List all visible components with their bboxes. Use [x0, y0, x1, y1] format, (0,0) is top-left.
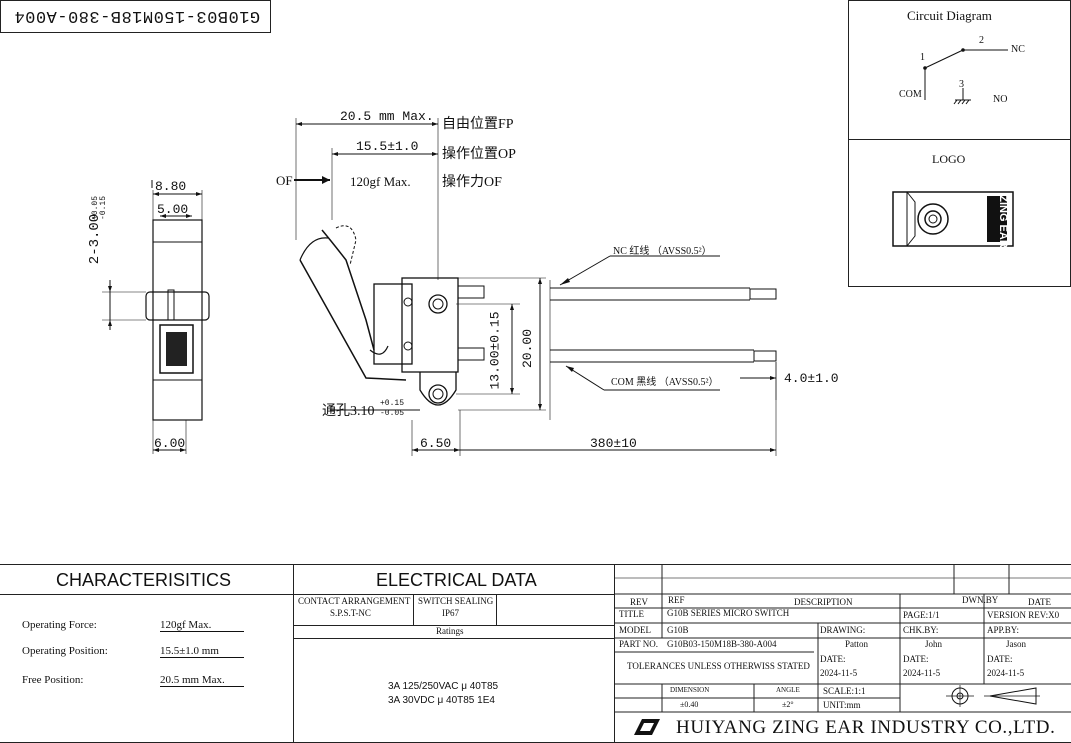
tb-partno-value: G10B03-150M18B-380-A004: [667, 639, 777, 649]
circuit-pin2: 2: [979, 35, 984, 46]
front-view-drawing: [294, 118, 777, 456]
com-wire-label: COM 黑线 （AVSS0.5²）: [611, 377, 719, 388]
tb-date-value-2: 2024-11-5: [903, 668, 941, 678]
logo-switch-drawing: [892, 191, 1014, 247]
tb-date-value-3: 2024-11-5: [987, 668, 1025, 678]
rating-line-1: 3A 125/250VAC μ 40T85: [388, 681, 499, 692]
tb-tolerances: TOLERANCES UNLESS OTHERWISS STATED: [627, 661, 810, 671]
dim-fp-label: 自由位置FP: [442, 117, 514, 132]
tb-description: DESCRIPTION: [794, 597, 853, 607]
dim-side-width: 8.80: [155, 179, 187, 194]
tb-app-label: APP.BY:: [987, 625, 1019, 635]
elec-divider: [614, 564, 615, 743]
characteristics-title: CHARACTERISITICS: [56, 570, 232, 590]
table-top-border: [0, 564, 1071, 565]
tb-dimension-label: DIMENSION: [670, 686, 710, 694]
tb-drawing-value: Patton: [845, 639, 869, 649]
dim-side-bottom: 6.00: [154, 436, 186, 451]
projection-symbol-icon: [946, 685, 1040, 707]
tb-app-value: Jason: [1006, 639, 1026, 649]
dim-lead-length: 380±10: [590, 436, 637, 451]
rating-line-2: 3A 30VDC μ 40T85 1E4: [388, 695, 495, 706]
tb-chk-label: CHK.BY:: [903, 625, 939, 635]
title-block-grid: [614, 564, 1071, 713]
tb-chk-value: John: [925, 639, 943, 649]
dim-of-arrow-label: OF: [276, 173, 293, 188]
drawing-number-box: [0, 0, 271, 33]
char-row3-label: Free Position:: [22, 674, 84, 686]
dim-body-height: 20.00: [520, 328, 536, 369]
elec-ratings-top: [293, 625, 614, 626]
dim-of-force: 120gf Max.: [350, 174, 411, 189]
tb-date: DATE: [1028, 597, 1051, 607]
elec-sealing-divider: [496, 594, 497, 625]
switch-sealing-value: IP67: [442, 608, 460, 618]
dim-fp-length: 20.5 mm Max.: [340, 109, 434, 124]
tb-title-label: TITLE: [619, 609, 644, 619]
char-row1-value: 120gf Max.: [160, 620, 244, 632]
dim-side-inner: 5.00: [157, 202, 189, 217]
tb-scale: SCALE:1:1: [823, 686, 866, 696]
circuit-pin3: 3: [959, 79, 964, 90]
char-row2-label: Operating Position:: [22, 645, 108, 657]
ratings-label: Ratings: [436, 626, 464, 636]
tb-version: VERSION REV:X0: [987, 610, 1060, 620]
company-logo-icon: [634, 719, 660, 735]
side-view-drawing: [102, 180, 210, 454]
dim-op-label: 操作位置OP: [442, 147, 516, 162]
logo-mark-text: ZING EAR: [996, 195, 1009, 248]
tb-date-value-1: 2024-11-5: [820, 668, 858, 678]
tb-unit: UNIT:mm: [823, 700, 861, 710]
dim-through-hole: 通孔3.10: [322, 404, 375, 419]
tb-angle-label: ANGLE: [776, 686, 800, 694]
dim-through-hole-tol-top: +0.15: [380, 399, 405, 408]
char-header-line: [0, 594, 293, 595]
dim-hole-spacing: 13.00±0.15: [487, 311, 503, 390]
tb-date-label-1: DATE:: [820, 654, 846, 664]
tb-ref: REF: [668, 595, 685, 605]
circuit-nc-label: NC: [1011, 44, 1025, 55]
tb-date-label-3: DATE:: [987, 654, 1013, 664]
circuit-diagram-title: Circuit Diagram: [907, 8, 992, 23]
tb-title-value: G10B SERIES MICRO SWITCH: [667, 608, 790, 618]
tb-model-value: G10B: [667, 625, 689, 635]
tb-dwn-by: DWN.BY: [962, 595, 999, 605]
contact-arrangement-label: CONTACT ARRANGEMENT: [298, 596, 411, 606]
circuit-com-label: COM: [899, 89, 922, 100]
dim-lead-gap: 4.0±1.0: [784, 371, 839, 386]
electrical-title: ELECTRICAL DATA: [376, 570, 537, 590]
contact-arrangement-value: S.P.S.T-NC: [330, 608, 371, 618]
tb-drawing-label: DRAWING:: [820, 625, 866, 635]
tb-partno-label: PART NO.: [619, 639, 658, 649]
switch-sealing-label: SWITCH SEALING: [418, 596, 494, 606]
dim-through-hole-tol-bot: -0.05: [380, 409, 405, 418]
dim-side-hole: 2-3.00: [87, 213, 104, 265]
dim-op-length: 15.5±1.0: [356, 139, 419, 154]
tb-rev: REV: [630, 597, 648, 607]
tb-angle-value: ±2°: [782, 700, 794, 709]
dim-side-hole-tol: +0.05 -0.15: [91, 195, 109, 221]
nc-wire-label: NC 红线 （AVSS0.5²）: [613, 246, 712, 257]
circuit-schematic: [923, 48, 1008, 105]
char-row2-value: 15.5±1.0 mm: [160, 646, 244, 658]
char-row1-label: Operating Force:: [22, 619, 97, 631]
drawing-number-mirrored: G10B03-150M18B-380-A004: [14, 6, 261, 25]
dim-offset: 6.50: [420, 436, 452, 451]
elec-contact-divider: [413, 594, 414, 625]
elec-ratings-bottom: [293, 638, 614, 639]
tb-company: HUIYANG ZING EAR INDUSTRY CO.,LTD.: [676, 717, 1056, 738]
char-row3-value: 20.5 mm Max.: [160, 675, 244, 687]
tb-page: PAGE:1/1: [903, 610, 940, 620]
char-divider: [293, 564, 294, 743]
tb-dimension-value: ±0.40: [680, 700, 699, 709]
circuit-pin1: 1: [920, 52, 925, 63]
dim-of-label: 操作力OF: [442, 175, 502, 190]
tb-date-label-2: DATE:: [903, 654, 929, 664]
logo-title: LOGO: [932, 152, 966, 166]
tb-model-label: MODEL: [619, 625, 651, 635]
elec-header-line: [293, 594, 614, 595]
circuit-no-label: NO: [993, 94, 1008, 105]
